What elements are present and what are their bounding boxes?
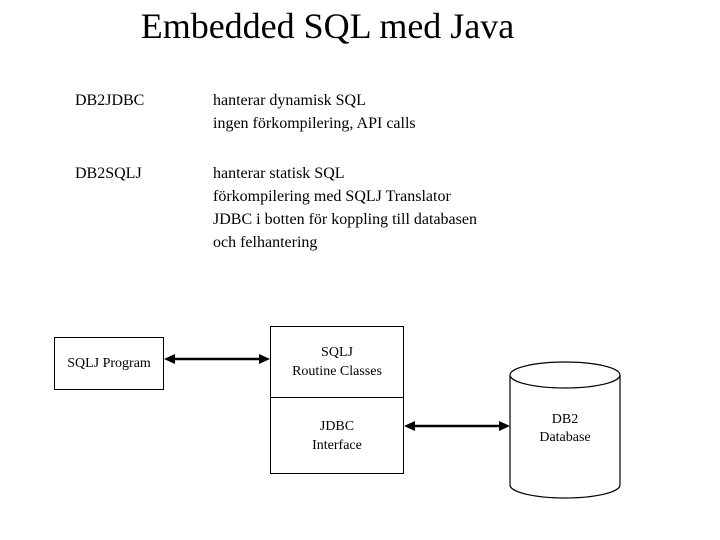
database-cylinder-icon bbox=[509, 361, 621, 499]
arrow-jdbc-to-database-icon bbox=[404, 421, 510, 431]
definition-desc-db2sqlj: hanterar statisk SQL förkompilering med … bbox=[213, 162, 477, 254]
slide-title: Embedded SQL med Java bbox=[140, 6, 515, 46]
sqlj-routine-classes-cell: SQLJ Routine Classes bbox=[271, 327, 403, 398]
definition-line: förkompilering med SQLJ Translator bbox=[213, 188, 451, 205]
database-label-line: Database bbox=[539, 430, 591, 445]
routine-classes-line: Routine Classes bbox=[292, 364, 382, 379]
sqlj-routine-jdbc-box: SQLJ Routine Classes JDBC Interface bbox=[270, 326, 404, 474]
definition-line: ingen förkompilering, API calls bbox=[213, 115, 416, 132]
sqlj-program-label: SQLJ Program bbox=[67, 355, 151, 371]
database-label-line: DB2 bbox=[551, 412, 579, 427]
definition-line: hanterar dynamisk SQL bbox=[213, 92, 366, 109]
jdbc-interface-line: Interface bbox=[312, 437, 362, 453]
database-label: DB2 Database bbox=[507, 411, 623, 447]
arrow-program-to-routine-classes-icon bbox=[164, 354, 270, 364]
definition-term-db2sqlj: DB2SQLJ bbox=[75, 165, 142, 182]
definition-line: JDBC i botten för koppling till database… bbox=[213, 211, 477, 228]
definition-desc-db2jdbc: hanterar dynamisk SQL ingen förkompileri… bbox=[213, 89, 416, 135]
routine-classes-line: SQLJ bbox=[321, 345, 353, 360]
definition-line: hanterar statisk SQL bbox=[213, 165, 345, 182]
definition-line: och felhantering bbox=[213, 234, 318, 251]
definition-term-db2jdbc: DB2JDBC bbox=[75, 92, 145, 109]
jdbc-interface-cell: JDBC Interface bbox=[271, 398, 403, 473]
jdbc-interface-line: JDBC bbox=[319, 418, 355, 434]
sqlj-program-box: SQLJ Program bbox=[54, 337, 164, 390]
